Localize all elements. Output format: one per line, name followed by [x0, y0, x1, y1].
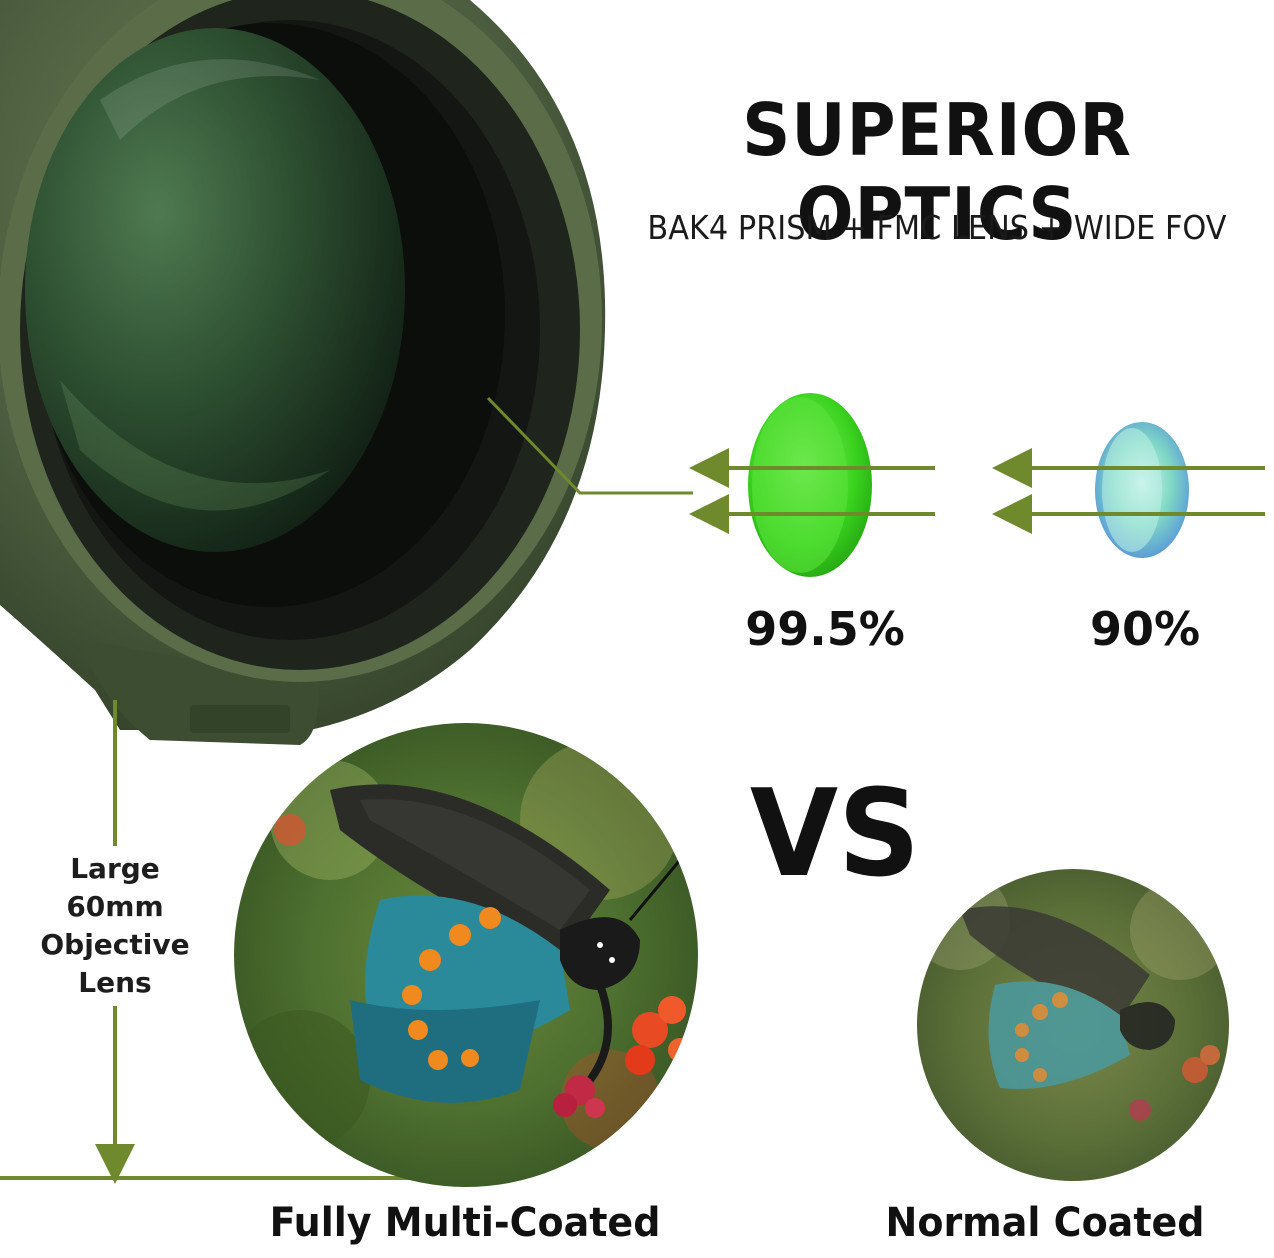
objective-label-line-1: Large [70, 852, 160, 885]
butterfly-image [330, 784, 692, 1118]
normal-caption: Normal Coated [885, 1200, 1205, 1246]
page-title: SUPERIOR OPTICS [742, 88, 1132, 256]
pink-flower [553, 1075, 605, 1118]
normal-transmission-value: 90% [1089, 602, 1201, 656]
objective-glass [25, 28, 405, 552]
red-flower [625, 996, 692, 1075]
vs-label: VS [749, 765, 921, 904]
objective-lens-label: Large 60mm Objective Lens [20, 846, 210, 1006]
normal-lens-diagram [992, 422, 1265, 558]
monocular-body [0, 0, 606, 745]
fmc-view-circle [234, 723, 698, 1187]
fmc-caption: Fully Multi-Coated [269, 1200, 661, 1246]
normal-view-circle [917, 869, 1229, 1181]
objective-label-line-2: 60mm [66, 890, 164, 923]
fmc-transmission-value: 99.5% [745, 602, 905, 656]
page-subtitle: BAK4 PRISM + FMC LENS + WIDE FOV [647, 208, 1227, 247]
butterfly-image-dull [960, 906, 1220, 1121]
lens-pointer-line [486, 396, 693, 495]
objective-label-line-3: Objective [40, 928, 190, 961]
fmc-lens-diagram [689, 393, 935, 577]
objective-label-line-4: Lens [78, 966, 152, 999]
